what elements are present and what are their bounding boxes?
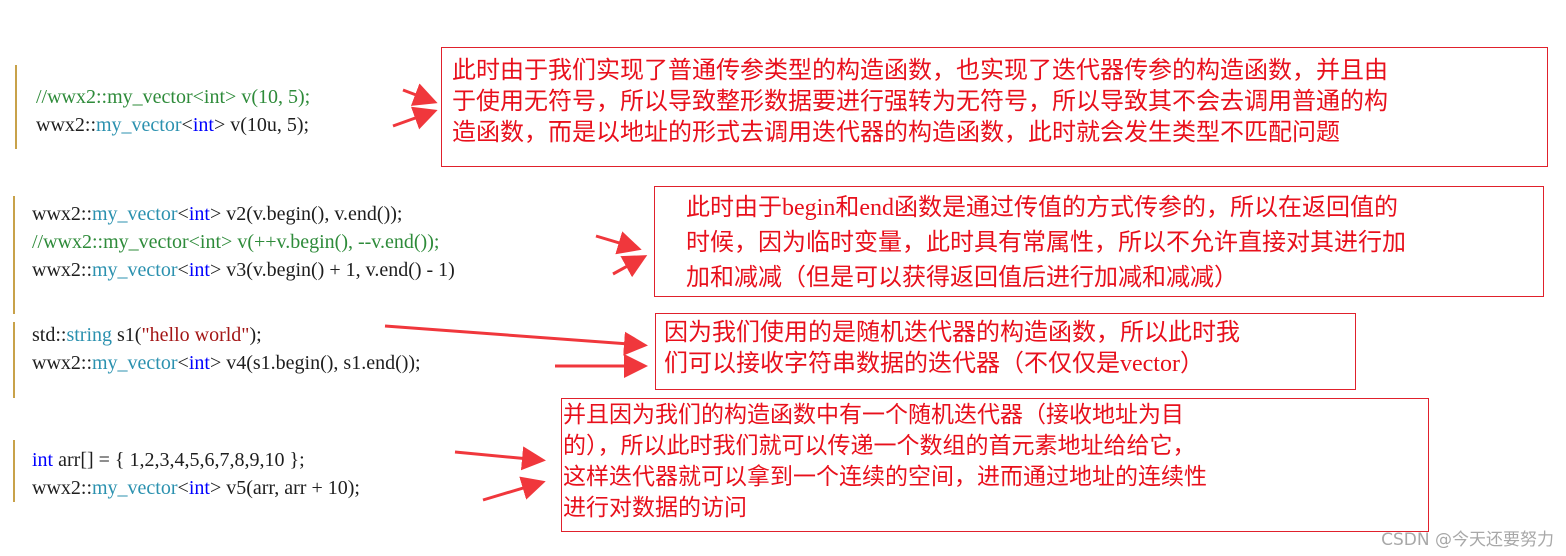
- code-token-type: string: [66, 324, 113, 346]
- code-line: int arr[] = { 1,2,3,4,5,6,7,8,9,10 };: [32, 446, 360, 474]
- code-line: //wwx2::my_vector<int> v(10, 5);: [36, 83, 310, 111]
- code-line: wwx2::my_vector<int> v3(v.begin() + 1, v…: [32, 256, 455, 284]
- annotation-line: 此时由于begin和end函数是通过传值的方式传参的，所以在返回值的: [686, 195, 1398, 221]
- code-line: //wwx2::my_vector<int> v(++v.begin(), --…: [32, 228, 455, 256]
- code-token: wwx2::: [36, 114, 96, 136]
- code-line: wwx2::my_vector<int> v5(arr, arr + 10);: [32, 474, 360, 502]
- annotation-line: 时候，因为临时变量，此时具有常属性，所以不允许直接对其进行加: [686, 230, 1406, 256]
- annotation-line: 加和减减（但是可以获得返回值后进行加减和减减）: [686, 265, 1238, 291]
- code-line: wwx2::my_vector<int> v4(s1.begin(), s1.e…: [32, 349, 421, 377]
- annotation-line: 并且因为我们的构造函数中有一个随机迭代器（接收地址为目: [563, 402, 1184, 427]
- code-block-1: //wwx2::my_vector<int> v(10, 5);wwx2::my…: [36, 83, 310, 139]
- code-token-str: "hello world": [141, 324, 250, 346]
- code-token-type: my_vector: [92, 352, 178, 374]
- annotation-line: 此时由于我们实现了普通传参类型的构造函数，也实现了迭代器传参的构造函数，并且由: [452, 58, 1388, 84]
- annotation-line: 这样迭代器就可以拿到一个连续的空间，进而通过地址的连续性: [563, 464, 1207, 489]
- code-token: std::: [32, 324, 67, 346]
- code-gutter-bar-1: [15, 65, 17, 149]
- code-token: <: [177, 259, 189, 281]
- annotation-note-1: 此时由于我们实现了普通传参类型的构造函数，也实现了迭代器传参的构造函数，并且由于…: [441, 47, 1548, 167]
- code-token-kw: int: [188, 259, 210, 281]
- code-token: > v(10u, 5);: [213, 114, 310, 136]
- code-token: wwx2::: [32, 477, 92, 499]
- code-token: > v5(arr, arr + 10);: [209, 477, 360, 499]
- code-token-type: my_vector: [96, 114, 182, 136]
- code-token-type: my_vector: [92, 259, 178, 281]
- code-token: > v3(v.begin() + 1, v.end() - 1): [209, 259, 455, 281]
- code-line: std::string s1("hello world");: [32, 321, 421, 349]
- code-token-type: my_vector: [92, 203, 178, 225]
- annotation-line: 的），所以此时我们就可以传递一个数组的首元素地址给给它，: [563, 433, 1196, 458]
- code-token-kw: int: [192, 114, 214, 136]
- annotation-line: 们可以接收字符串数据的迭代器（不仅仅是vector）: [664, 351, 1204, 377]
- code-token: s1(: [112, 324, 142, 346]
- code-token: wwx2::: [32, 352, 92, 374]
- watermark: CSDN @今天还要努力: [1381, 530, 1554, 550]
- code-token: > v4(s1.begin(), s1.end());: [209, 352, 421, 374]
- code-token: <: [177, 203, 189, 225]
- code-gutter-bar-2: [13, 196, 15, 314]
- code-token: <: [177, 477, 189, 499]
- code-line: wwx2::my_vector<int> v(10u, 5);: [36, 111, 310, 139]
- annotation-note-2: 此时由于begin和end函数是通过传值的方式传参的，所以在返回值的时候，因为临…: [654, 186, 1544, 297]
- code-token-kw: int: [188, 203, 210, 225]
- annotation-note-4: 并且因为我们的构造函数中有一个随机迭代器（接收地址为目的），所以此时我们就可以传…: [561, 398, 1429, 532]
- code-token-comment: //wwx2::my_vector<int> v(10, 5);: [36, 86, 311, 108]
- code-token: wwx2::: [32, 259, 92, 281]
- code-token-kw: int: [188, 352, 210, 374]
- code-gutter-bar-4: [13, 440, 15, 502]
- code-token: arr[] = { 1,2,3,4,5,6,7,8,9,10 };: [53, 449, 305, 471]
- code-block-3: std::string s1("hello world");wwx2::my_v…: [32, 321, 421, 377]
- code-token: > v2(v.begin(), v.end());: [209, 203, 403, 225]
- annotation-line: 因为我们使用的是随机迭代器的构造函数，所以此时我: [664, 320, 1240, 346]
- code-token-type: my_vector: [92, 477, 178, 499]
- annotation-line: 造函数，而是以地址的形式去调用迭代器的构造函数，此时就会发生类型不匹配问题: [452, 120, 1340, 146]
- code-token-kw: int: [32, 449, 54, 471]
- code-block-2: wwx2::my_vector<int> v2(v.begin(), v.end…: [32, 200, 455, 284]
- code-line: wwx2::my_vector<int> v2(v.begin(), v.end…: [32, 200, 455, 228]
- code-token-kw: int: [188, 477, 210, 499]
- code-token: <: [181, 114, 193, 136]
- annotation-line: 于使用无符号，所以导致整形数据要进行强转为无符号，所以导致其不会去调用普通的构: [452, 89, 1388, 115]
- code-token-comment: //wwx2::my_vector<int> v(++v.begin(), --…: [32, 231, 440, 253]
- code-block-4: int arr[] = { 1,2,3,4,5,6,7,8,9,10 };wwx…: [32, 446, 360, 502]
- code-gutter-bar-3: [13, 322, 15, 398]
- annotation-note-3: 因为我们使用的是随机迭代器的构造函数，所以此时我们可以接收字符串数据的迭代器（不…: [655, 313, 1356, 390]
- code-token: wwx2::: [32, 203, 92, 225]
- annotation-line: 进行对数据的访问: [563, 495, 747, 520]
- code-token: <: [177, 352, 189, 374]
- code-token: );: [249, 324, 262, 346]
